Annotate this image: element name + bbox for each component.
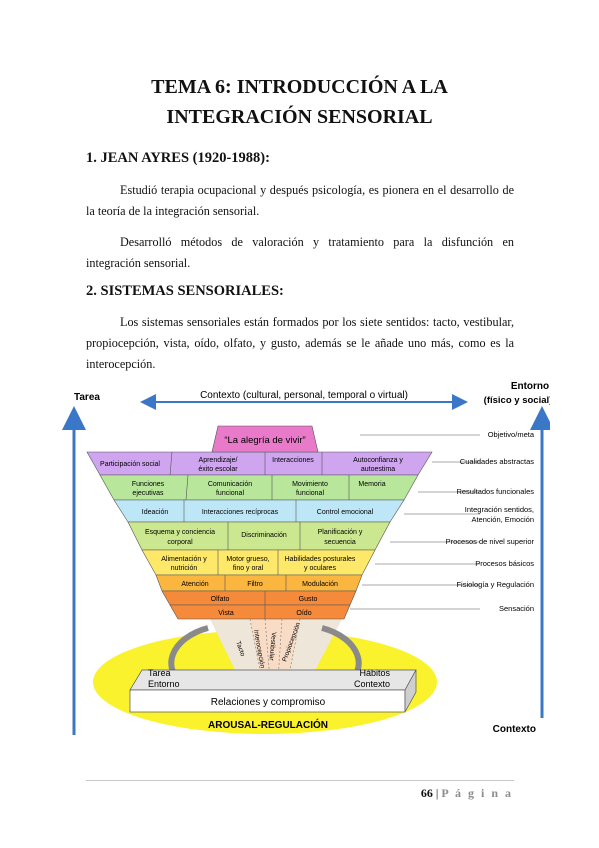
cone-label-vestibular: Vestibular (267, 632, 277, 662)
right-label-integracion-1: Integración sentidos, (465, 505, 534, 514)
cell-modulacion: Modulación (302, 581, 338, 588)
cell-esquema-1: Esquema y conciencia (145, 529, 215, 536)
cell-gusto: Gusto (299, 596, 318, 603)
cell-planificacion-2: secuencia (324, 539, 356, 546)
base-habitos: Hábitos (359, 668, 390, 678)
base-side-face (404, 669, 417, 713)
cell-atencion: Atención (181, 581, 208, 588)
cell-autoconfianza-2: autoestima (361, 466, 395, 473)
base-contexto: Contexto (354, 679, 390, 689)
cell-ideacion: Ideación (142, 509, 169, 516)
label-tarea: Tarea (74, 392, 100, 403)
right-label-integracion-2: Atención, Emoción (471, 515, 534, 524)
cell-aprendizaje-1: Aprendizaje/ (199, 457, 238, 464)
cell-aprendizaje-2: éxito escolar (198, 466, 238, 473)
apex-label: “La alegría de vivir” (224, 435, 305, 446)
cell-memoria: Memoria (358, 481, 385, 488)
cell-control-emocional: Control emocional (317, 509, 374, 516)
cell-alimentacion-1: Alimentación y (161, 556, 207, 563)
footer-separator: | (435, 786, 439, 800)
cell-interacciones-reciprocas: Interacciones recíprocas (202, 509, 279, 516)
row-smell-taste (161, 590, 357, 606)
cell-autoconfianza-1: Autoconfianza y (353, 457, 403, 464)
cell-comunicacion-2: funcional (216, 490, 244, 497)
cell-participacion-social: Participación social (100, 461, 160, 468)
page-title-line-1: TEMA 6: INTRODUCCIÓN A LA (151, 76, 448, 98)
base-entorno: Entorno (148, 679, 180, 689)
paragraph-text: Desarrolló métodos de valoración y trata… (86, 235, 514, 270)
cell-alimentacion-2: nutrición (171, 565, 198, 572)
section-heading-jean-ayres: 1. JEAN AYRES (1920-1988): (86, 150, 270, 166)
cone-lower-left (210, 619, 262, 680)
cell-habilidades-1: Habilidades posturales (285, 556, 356, 563)
cell-movimiento-1: Movimiento (292, 481, 328, 488)
page-footer: 66 | P á g i n a (0, 786, 513, 801)
label-contexto-bottom: Contexto (493, 724, 536, 735)
footer-page-word: P á g i n a (441, 786, 513, 800)
cell-esquema-2: corporal (167, 539, 193, 546)
cone-lower-right (288, 619, 342, 680)
paragraph-text: Estudió terapia ocupacional y después ps… (86, 183, 514, 218)
footer-rule (86, 780, 514, 781)
cell-funciones-2: ejecutivas (132, 490, 164, 497)
base-relaciones: Relaciones y compromiso (211, 697, 326, 708)
cell-vista: Vista (218, 610, 234, 617)
row-sight-hearing (169, 604, 351, 620)
cell-habilidades-2: y oculares (304, 565, 336, 572)
paragraph: Los sistemas sensoriales están formados … (86, 312, 514, 375)
paragraph: Desarrolló métodos de valoración y trata… (86, 232, 514, 274)
page-number: 66 (420, 786, 433, 800)
cell-motor-1: Motor grueso, (226, 556, 269, 563)
label-entorno: Entorno (511, 381, 549, 392)
cone-lower (250, 619, 300, 680)
cell-funciones-1: Funciones (132, 481, 165, 488)
paragraph-text: Los sistemas sensoriales están formados … (86, 315, 514, 371)
cell-oido: Oído (296, 610, 311, 617)
sensory-integration-pyramid-figure: Contexto (cultural, personal, temporal o… (62, 381, 550, 735)
right-label-superior: Procesos de nivel superior (446, 537, 535, 546)
cell-motor-2: fino y oral (233, 565, 264, 572)
paragraph: Estudió terapia ocupacional y después ps… (86, 180, 514, 222)
right-label-resultados: Resultados funcionales (456, 487, 534, 496)
right-label-sensacion: Sensación (499, 604, 534, 613)
apex-box (211, 425, 319, 453)
arousal-label: AROUSAL-REGULACIÓN (208, 718, 328, 731)
cell-comunicacion-1: Comunicación (208, 481, 252, 488)
label-fisico-social: (físico y social) (484, 395, 550, 406)
context-arrow-label: Contexto (cultural, personal, temporal o… (200, 390, 408, 401)
right-label-cualidades: Cualidades abstractas (460, 457, 534, 466)
base-tarea: Tarea (148, 668, 171, 678)
right-label-fisiologia: Fisiología y Regulación (456, 580, 534, 589)
cell-interacciones: Interacciones (272, 457, 314, 464)
cell-movimiento-2: funcional (296, 490, 324, 497)
page-title-line-2: INTEGRACIÓN SENSORIAL (166, 106, 433, 128)
cell-olfato: Olfato (211, 596, 230, 603)
right-label-objetivo: Objetivo/meta (488, 430, 535, 439)
cell-planificacion-1: Planificación y (318, 529, 363, 536)
right-label-basicos: Procesos básicos (475, 559, 534, 568)
cell-filtro: Filtro (247, 581, 263, 588)
cell-discriminacion: Discriminación (241, 532, 287, 539)
section-heading-sistemas: 2. SISTEMAS SENSORIALES: (86, 283, 284, 299)
